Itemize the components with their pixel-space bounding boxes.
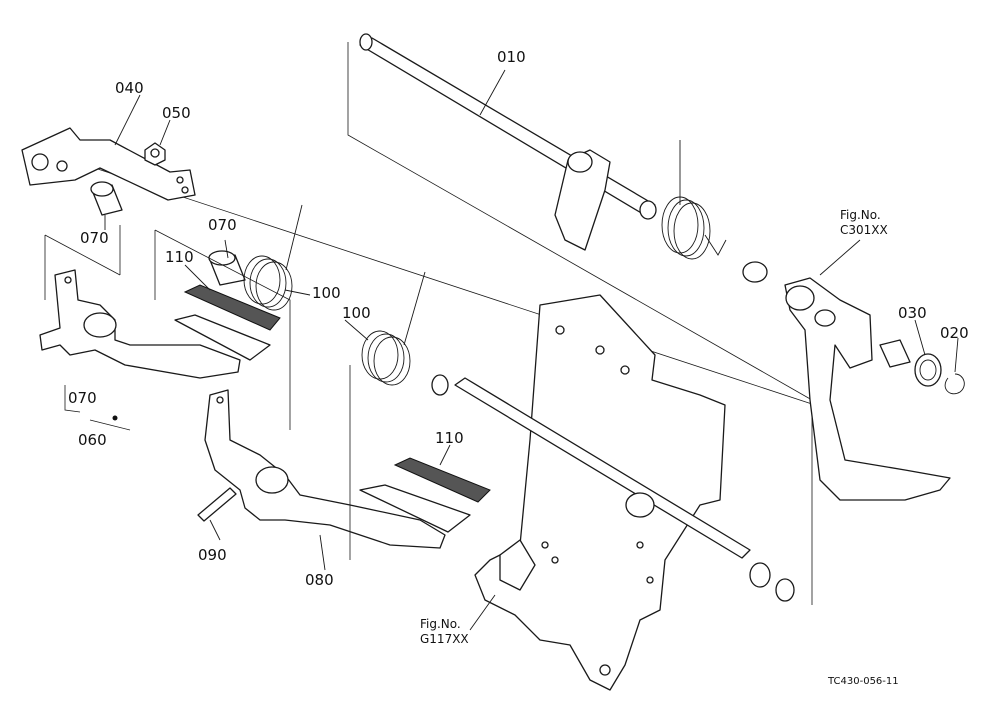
pedal-c301 [742,261,951,501]
label-020: 020 [940,324,969,342]
label-110-left: 110 [165,248,194,266]
ref-c301-line1: Fig.No. [840,208,881,222]
pedal-arm-060 [39,269,241,379]
label-010: 010 [497,48,526,66]
spring-100-right [361,271,426,386]
ref-c301-line2: C301XX [840,223,888,237]
label-070-mid: 070 [208,216,237,234]
ref-g117-line1: Fig.No. [420,617,461,631]
bushing-070-mid [208,250,246,286]
label-070-kit: 070 [68,389,97,407]
circlip-020 [944,373,965,395]
ref-g117-line2: G117XX [420,632,469,646]
pin-090 [197,487,237,522]
bracket-040 [21,127,196,201]
group-outlines [44,225,351,560]
cross-shaft [431,374,795,602]
nut-050 [144,142,166,166]
pedal-pad-110-right [359,457,491,533]
label-090: 090 [198,546,227,564]
label-100-left: 100 [312,284,341,302]
label-060: 060 [78,431,107,449]
kit-marker-dot [112,415,118,421]
leader-lines [104,69,959,631]
label-110-right: 110 [435,429,464,447]
label-050: 050 [162,104,191,122]
drawing-code: TC430-056-11 [827,676,899,687]
main-frame [474,294,726,691]
pedal-arm-080 [204,389,446,549]
torsion-spring-center [661,140,727,260]
label-030: 030 [898,304,927,322]
label-100-right: 100 [342,304,371,322]
spring-100-left [243,204,303,311]
bushing-030 [879,339,942,387]
label-070-left: 070 [80,229,109,247]
pedal-pad-110-left [174,284,281,361]
shaft-010 [359,33,657,251]
label-040: 040 [115,79,144,97]
label-080: 080 [305,571,334,589]
bushing-070-left [90,181,123,216]
